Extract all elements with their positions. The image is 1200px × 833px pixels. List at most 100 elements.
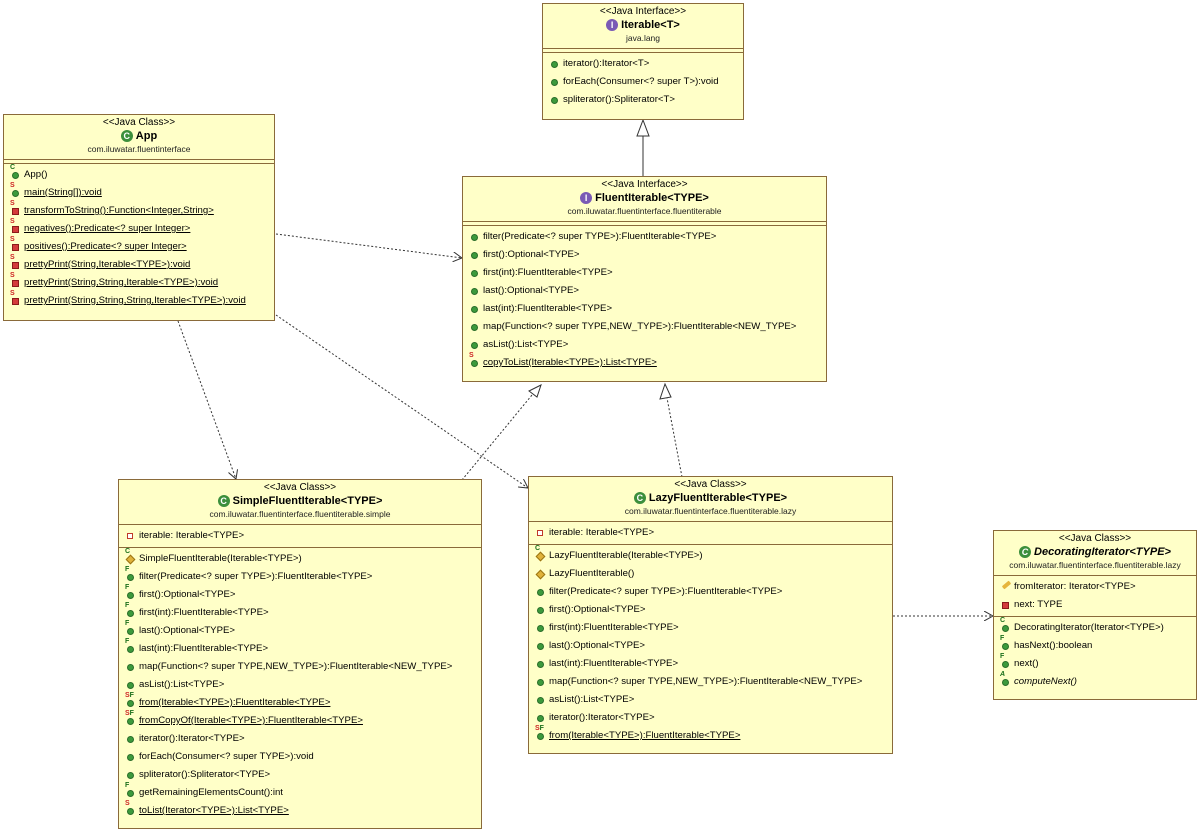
method-row[interactable]: asList():List<TYPE> <box>463 336 826 354</box>
public-method-icon <box>469 285 481 297</box>
method-row[interactable]: map(Function<? super TYPE,NEW_TYPE>):Flu… <box>463 318 826 336</box>
method-row[interactable]: spliterator():Spliterator<TYPE> <box>119 766 481 784</box>
method-text: computeNext() <box>1014 676 1077 687</box>
method-text: iterator():Iterator<TYPE> <box>139 733 245 744</box>
field-row[interactable]: iterable: Iterable<TYPE> <box>529 524 892 542</box>
private-field-icon <box>535 527 547 539</box>
method-row[interactable]: first():Optional<TYPE> <box>463 246 826 264</box>
public-method-icon <box>535 712 547 724</box>
method-row[interactable]: LazyFluentIterable() <box>529 565 892 583</box>
interface-icon: I <box>580 192 593 204</box>
public-method-icon <box>535 622 547 634</box>
implements-edge-lazy <box>666 397 683 478</box>
method-row[interactable]: filter(Predicate<? super TYPE>):FluentIt… <box>529 583 892 601</box>
methods-section: iterator():Iterator<T>forEach(Consumer<?… <box>543 53 743 111</box>
method-row[interactable]: map(Function<? super TYPE,NEW_TYPE>):Flu… <box>529 673 892 691</box>
method-row[interactable]: iterator():Iterator<T> <box>543 55 743 73</box>
field-text: next: TYPE <box>1014 599 1063 610</box>
method-text: App() <box>24 169 48 180</box>
class-icon: C <box>1019 546 1032 558</box>
field-row[interactable]: next: TYPE <box>994 596 1196 614</box>
package-name: com.iluwatar.fluentinterface.fluentitera… <box>1009 560 1181 570</box>
method-row[interactable]: last(int):FluentIterable<TYPE> <box>463 300 826 318</box>
method-text: filter(Predicate<? super TYPE>):FluentIt… <box>483 231 717 242</box>
public-method-icon <box>125 733 137 745</box>
private-icon: S <box>10 272 22 289</box>
method-row[interactable]: filter(Predicate<? super TYPE>):FluentIt… <box>463 228 826 246</box>
method-text: main(String[]):void <box>24 187 102 198</box>
method-row[interactable]: last():Optional<TYPE> <box>463 282 826 300</box>
public-method-icon: S <box>469 352 481 369</box>
method-row[interactable]: last():Optional<TYPE> <box>529 637 892 655</box>
method-row[interactable]: last(int):FluentIterable<TYPE> <box>529 655 892 673</box>
method-text: spliterator():Spliterator<TYPE> <box>139 769 271 780</box>
method-row[interactable]: spliterator():Spliterator<T> <box>543 91 743 109</box>
method-text: last():Optional<TYPE> <box>483 285 579 296</box>
method-text: iterator():Iterator<TYPE> <box>549 712 655 723</box>
method-row[interactable]: map(Function<? super TYPE,NEW_TYPE>):Flu… <box>119 658 481 676</box>
method-row[interactable]: forEach(Consumer<? super TYPE>):void <box>119 748 481 766</box>
field-row[interactable]: fromIterator: Iterator<TYPE> <box>994 578 1196 596</box>
method-text: first():Optional<TYPE> <box>483 249 580 260</box>
method-row[interactable]: iterator():Iterator<TYPE> <box>119 730 481 748</box>
package-name: com.iluwatar.fluentinterface <box>87 144 191 154</box>
method-row[interactable]: first(int):FluentIterable<TYPE> <box>463 264 826 282</box>
method-text: negatives():Predicate<? super Integer> <box>24 223 191 234</box>
method-row[interactable]: forEach(Consumer<? super T>):void <box>543 73 743 91</box>
public-method-icon <box>549 94 561 106</box>
method-text: asList():List<TYPE> <box>483 339 569 350</box>
field-text: iterable: Iterable<TYPE> <box>549 527 655 538</box>
field-row[interactable]: iterable: Iterable<TYPE> <box>119 527 481 545</box>
method-text: prettyPrint(String,String,Iterable<TYPE>… <box>24 277 219 288</box>
class-icon: C <box>120 130 133 142</box>
method-row[interactable]: first():Optional<TYPE> <box>529 601 892 619</box>
public-method-icon <box>549 58 561 70</box>
public-method-icon <box>535 694 547 706</box>
private-icon: S <box>10 218 22 235</box>
private-icon: S <box>10 254 22 271</box>
method-row[interactable]: asList():List<TYPE> <box>529 691 892 709</box>
method-text: map(Function<? super TYPE,NEW_TYPE>):Flu… <box>139 661 453 672</box>
method-row[interactable]: iterator():Iterator<TYPE> <box>529 709 892 727</box>
method-text: last():Optional<TYPE> <box>549 640 645 651</box>
method-row[interactable]: first(int):FluentIterable<TYPE> <box>529 619 892 637</box>
empty-fields-section <box>463 222 826 226</box>
method-row[interactable]: asList():List<TYPE> <box>119 676 481 694</box>
implements-edge-simple <box>461 394 533 481</box>
